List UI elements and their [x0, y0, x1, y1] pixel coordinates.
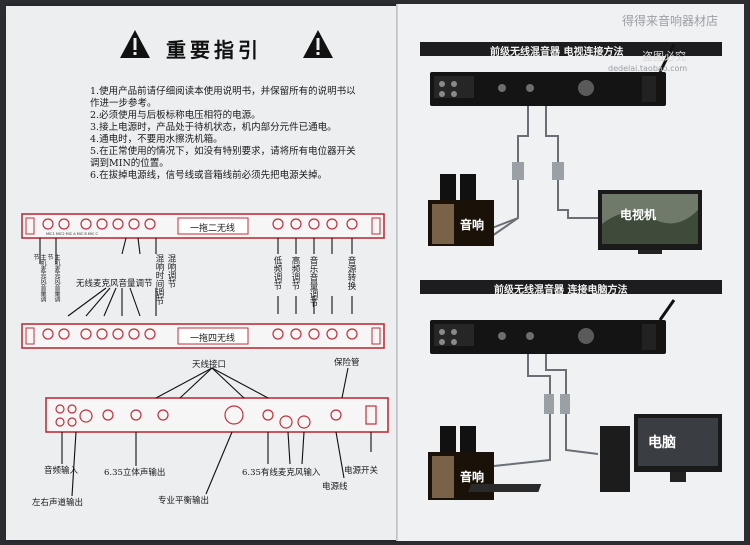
- label-music-volume: 音乐音量调节: [308, 256, 318, 307]
- mixer-unit-2: [430, 299, 676, 354]
- speaker-2-label: 音响: [460, 470, 485, 484]
- callout-lines: [39, 237, 372, 497]
- label-music-switch: 音源转换: [346, 256, 356, 290]
- front-panel-1: MIC1 MIC2 MIC A MIC B MIC C: [21, 213, 385, 239]
- label-bass: 低频调节: [272, 256, 282, 290]
- label-power-switch: 电源开关: [344, 466, 379, 476]
- label-echo: 混响调节: [166, 254, 176, 288]
- label-treble: 高频调节: [290, 256, 300, 290]
- label-635-out: 6.35立体声输出: [104, 468, 166, 478]
- speaker-1-label: 音响: [460, 218, 485, 232]
- instruction-item: 1.使用产品前请仔细阅读本使用说明书，并保留所有的说明书以作进一步参考。: [90, 86, 356, 109]
- header-bar-2: [420, 280, 722, 294]
- instruction-item: 4.通电时，不要用水擦洗机箱。: [90, 134, 223, 145]
- warning-icon-right: [303, 30, 333, 58]
- mixer-unit-1: [430, 43, 676, 106]
- label-stereo-out: 左右声道输出: [32, 498, 84, 508]
- warning-icon-left: [120, 30, 150, 58]
- page-title: 重要指引: [166, 38, 262, 62]
- label-antenna: 天线接口: [192, 360, 227, 370]
- instructions-list: 1.使用产品前请仔细阅读本使用说明书，并保留所有的说明书以作进一步参考。 2.必…: [90, 86, 362, 182]
- panel2-display-label: 一拖四无线: [190, 334, 236, 344]
- watermark-shop: 得得来音响器材店: [622, 14, 719, 28]
- label-power-cord: 电源线: [322, 482, 348, 492]
- instruction-item: 3.接上电源时，产品处于待机状态，机内部分元件已通电。: [90, 122, 337, 133]
- instruction-item: 2.必须使用与后板标称电压相符的电源。: [90, 110, 261, 121]
- instruction-item: 6.在拔掉电源线，信号线或音箱线前必须先把电源关掉。: [90, 170, 328, 181]
- right-page: 前级无线混音器 电视连接方法 前级无线混音器 连接电脑方法 音响 电视机 音响 …: [398, 4, 744, 541]
- tv-set: [598, 190, 702, 254]
- label-left-vert-2: 主机麦克风音量调节: [46, 254, 60, 302]
- computer: [468, 414, 722, 492]
- pc-label: 电脑: [648, 435, 676, 451]
- left-page-graphics: MIC1 MIC2 MIC A MIC B MIC C: [21, 30, 389, 497]
- section-header-tv: 前级无线混音器 电视连接方法: [490, 47, 624, 58]
- cables-tv: [491, 106, 598, 237]
- panel1-display-label: 一拖二无线: [190, 224, 236, 234]
- cables-pc: [493, 354, 599, 467]
- watermark-url: dedelai.taobao.com: [608, 64, 688, 73]
- label-mic-volume: 无线麦克风音量调节: [76, 279, 153, 289]
- label-left-vert-1: 主机麦克风音量调节: [32, 254, 46, 302]
- label-delay: 混响时间调节: [154, 254, 164, 305]
- header-bar-1: [420, 42, 722, 56]
- svg-text:MIC1 MIC2 MIC A MIC B MIC C: MIC1 MIC2 MIC A MIC B MIC C: [46, 232, 99, 236]
- right-page-graphics: [420, 42, 722, 500]
- tv-label: 电视机: [620, 208, 657, 222]
- instruction-item: 5.在正常使用的情况下，如没有特别要求，请将所有电位器开关调到MIN的位置。: [90, 146, 356, 169]
- front-panel-2: [21, 323, 385, 349]
- rear-panel: [45, 397, 389, 433]
- label-audio-in: 音频输入: [44, 466, 79, 476]
- label-wired-mic: 6.35有线麦克风输入: [242, 468, 321, 478]
- label-balanced-out: 专业平衡输出: [158, 496, 210, 506]
- label-fuse: 保险管: [334, 358, 360, 368]
- watermark-copy: 盗图必究: [642, 50, 686, 63]
- left-page: MIC1 MIC2 MIC A MIC B MIC C: [6, 6, 398, 540]
- speaker-1: [428, 174, 494, 246]
- section-header-pc: 前级无线混音器 连接电脑方法: [494, 285, 628, 296]
